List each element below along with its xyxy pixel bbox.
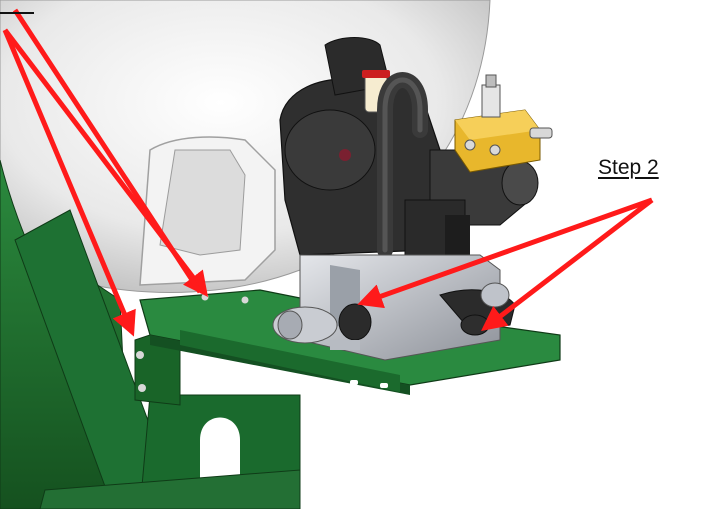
callout-arrows	[2, 8, 654, 337]
arrow-icon	[481, 198, 654, 332]
arrow-icon	[2, 29, 136, 337]
pump-assembly	[272, 37, 553, 361]
arrow-icon	[12, 8, 203, 294]
step1-label-fragment	[0, 0, 34, 14]
tank-saddle	[139, 136, 276, 286]
step2-label: Step 2	[598, 156, 659, 179]
arrow-icon	[357, 197, 653, 309]
valve-block	[454, 74, 553, 173]
green-frame	[0, 159, 561, 509]
